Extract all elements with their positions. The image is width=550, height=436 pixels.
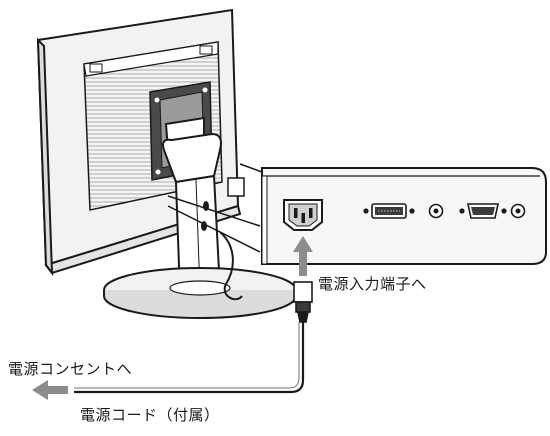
callout-lines [167, 163, 263, 253]
side-connector [227, 177, 245, 197]
vga-input-port [459, 203, 507, 219]
dvi-input-port [363, 203, 415, 219]
power-input-terminal-label: 電源入力端子へ [318, 275, 427, 293]
round-jack-1 [428, 203, 444, 219]
insert-arrow-up [293, 236, 313, 276]
stand-cable [219, 231, 243, 301]
power-outlet-label: 電源コンセントへ [8, 360, 133, 378]
monitor-stand [162, 116, 222, 296]
ac-power-inlet [283, 199, 323, 231]
power-cord-label: 電源コード（付属） [80, 406, 220, 424]
round-jack-2 [510, 203, 526, 219]
outlet-direction-arrow [32, 380, 68, 400]
power-cord [74, 322, 305, 394]
stand-base [103, 267, 297, 319]
power-cord-plug [293, 281, 313, 323]
